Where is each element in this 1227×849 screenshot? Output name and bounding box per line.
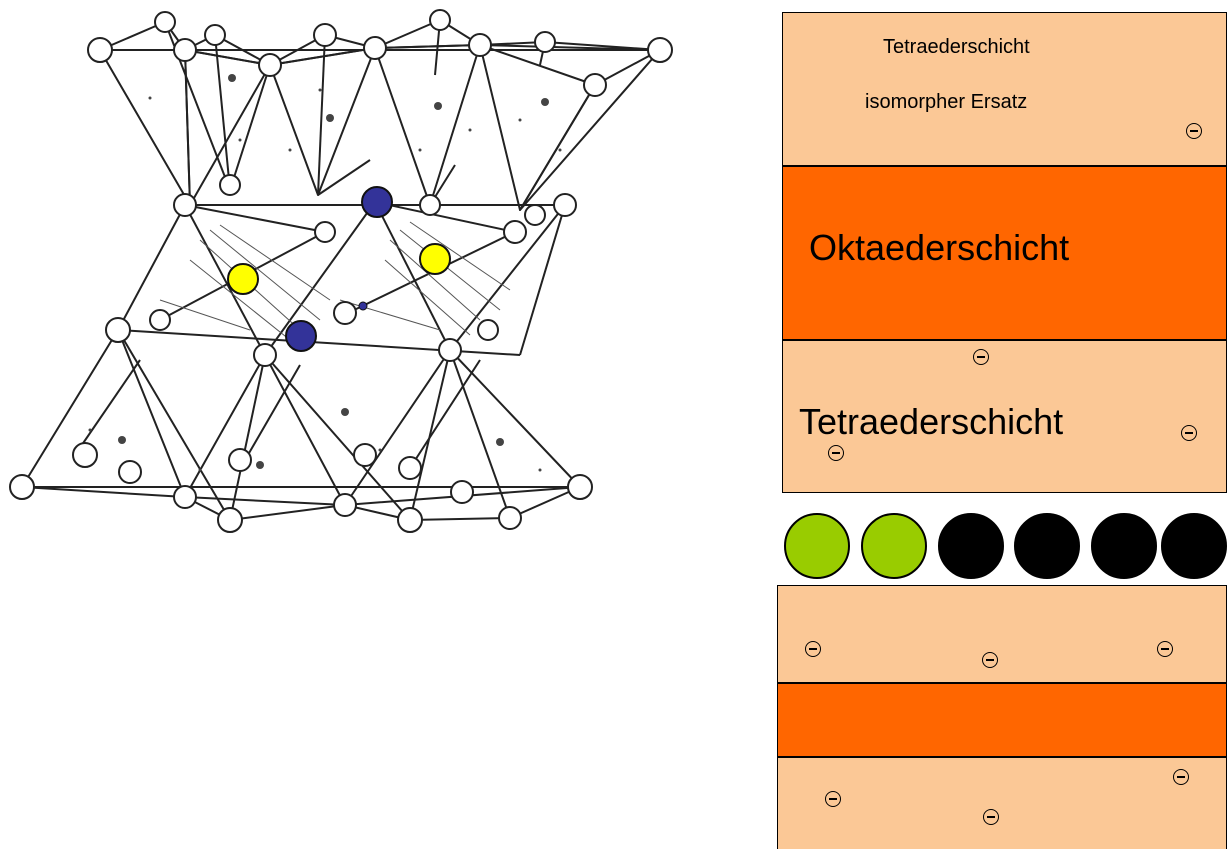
lower-unit-upper-tetrahedral-layer	[777, 585, 1227, 683]
substitution-markers	[227, 186, 451, 352]
isomorphic-substitution-label: isomorpher Ersatz	[865, 91, 1028, 113]
negative-charge-icon	[1186, 123, 1202, 139]
negative-charge-icon	[828, 445, 844, 461]
lower-unit-lower-tetrahedral-layer	[777, 757, 1227, 849]
lower-tetrahedral-title: Tetraederschicht	[799, 401, 1064, 442]
negative-charge-icon	[825, 791, 841, 807]
octahedral-title: Oktaederschicht	[809, 227, 1070, 268]
octahedral-layer: Oktaederschicht	[782, 166, 1227, 340]
negative-charge-icon	[973, 349, 989, 365]
interlayer-cation-black	[1091, 513, 1157, 579]
negative-charge-icon	[983, 809, 999, 825]
interlayer-cation-black	[1014, 513, 1080, 579]
lower-unit-octahedral-layer	[777, 683, 1227, 757]
substituted-tetrahedral-ion	[227, 263, 259, 295]
negative-charge-icon	[805, 641, 821, 657]
interlayer-cation-green	[784, 513, 850, 579]
upper-tetrahedral-title: Tetraederschicht	[883, 36, 1030, 58]
negative-charge-icon	[1157, 641, 1173, 657]
lower-tetrahedral-sheet	[21, 329, 581, 521]
negative-charge-icon	[982, 652, 998, 668]
interlayer-cation-black	[938, 513, 1004, 579]
upper-tetrahedral-layer: Tetraederschicht isomorpher Ersatz	[782, 12, 1227, 166]
interlayer-cation-green	[861, 513, 927, 579]
negative-charge-icon	[1173, 769, 1189, 785]
negative-charge-icon	[1181, 425, 1197, 441]
substituted-tetrahedral-ion	[419, 243, 451, 275]
interlayer-cation-black	[1161, 513, 1227, 579]
lower-tetrahedral-layer: Tetraederschicht	[782, 340, 1227, 493]
crystal-structure-illustration	[9, 9, 673, 533]
substituted-octahedral-ion	[285, 320, 317, 352]
substituted-octahedral-ion	[361, 186, 393, 218]
